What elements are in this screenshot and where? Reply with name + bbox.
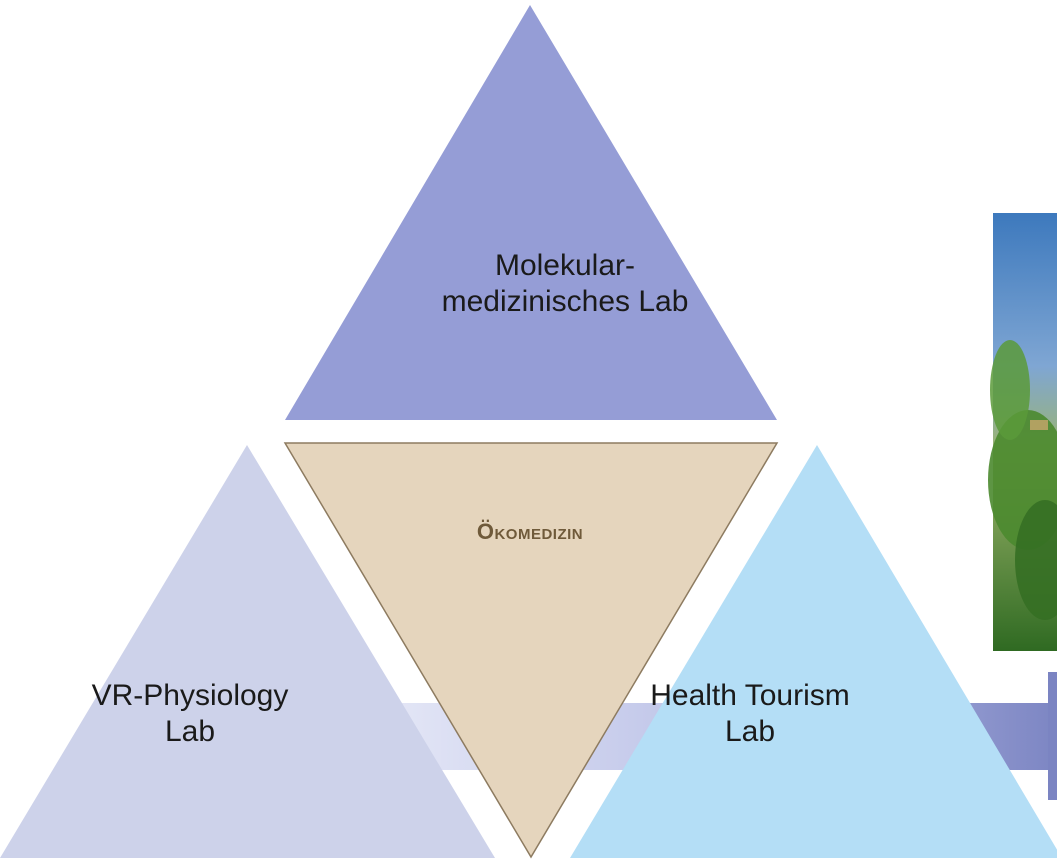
right-triangle [570, 445, 1057, 858]
center-triangle [283, 442, 779, 859]
landscape-photo [988, 213, 1057, 651]
top-triangle [285, 5, 777, 420]
center-triangle-label: Ökomedizin [476, 519, 584, 544]
top-triangle-label: Molekular- medizinisches Lab [441, 249, 689, 318]
left-triangle-label: VR-Physiology Lab [91, 679, 289, 748]
right-triangle-label: Health Tourism Lab [650, 679, 850, 748]
left-triangle [0, 445, 495, 858]
